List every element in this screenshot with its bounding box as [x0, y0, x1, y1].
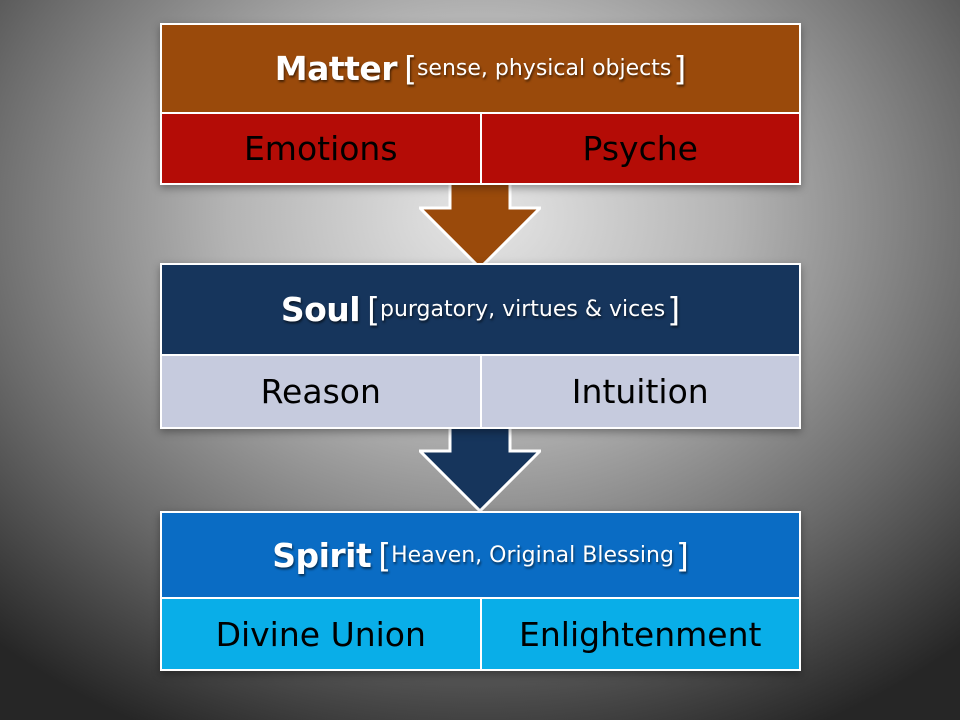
soul-subtitle-close: ] [667, 290, 681, 329]
matter-block: Matter [ sense, physical objects ] Emoti… [160, 23, 801, 185]
down-arrow-icon [419, 180, 541, 270]
arrow-soul-to-spirit [419, 423, 541, 513]
down-arrow-shape [419, 423, 541, 513]
soul-header: Soul [ purgatory, virtues & vices ] [162, 265, 799, 356]
spirit-cell-enlightenment: Enlightenment [479, 599, 799, 669]
soul-cell-reason: Reason [162, 356, 480, 427]
down-arrow-icon [419, 423, 541, 513]
spirit-title: Spirit [272, 535, 372, 575]
soul-block: Soul [ purgatory, virtues & vices ] Reas… [160, 263, 801, 429]
matter-title: Matter [274, 49, 398, 88]
matter-subtitle: sense, physical objects [416, 56, 672, 81]
spirit-subtitle-close: ] [675, 535, 689, 575]
spirit-header: Spirit [ Heaven, Original Blessing ] [162, 513, 799, 599]
soul-title: Soul [280, 290, 361, 329]
spirit-subtitle-open: [ [378, 535, 392, 575]
soul-subtitle: purgatory, virtues & vices [379, 297, 666, 322]
soul-subtitle-open: [ [367, 290, 380, 329]
soul-cell-intuition: Intuition [479, 356, 799, 427]
matter-subtitle-open: [ [404, 49, 417, 88]
spirit-subtitle: Heaven, Original Blessing [391, 542, 674, 568]
matter-subtitle-close: ] [673, 49, 687, 88]
arrow-matter-to-soul [419, 180, 541, 270]
spirit-block: Spirit [ Heaven, Original Blessing ] Div… [160, 511, 801, 671]
spirit-cells: Divine Union Enlightenment [162, 599, 799, 669]
matter-cells: Emotions Psyche [162, 114, 799, 183]
spirit-cell-divine-union: Divine Union [162, 599, 480, 669]
soul-cells: Reason Intuition [162, 356, 799, 427]
matter-cell-emotions: Emotions [162, 114, 480, 183]
down-arrow-shape [419, 180, 541, 270]
matter-header: Matter [ sense, physical objects ] [162, 25, 799, 114]
matter-cell-psyche: Psyche [479, 114, 799, 183]
